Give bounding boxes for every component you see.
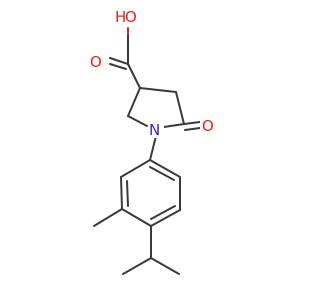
bond-ar-2-3-inner bbox=[126, 180, 129, 207]
label-bg-oh bbox=[114, 7, 138, 27]
atom-label-ring-n: N bbox=[149, 121, 160, 139]
carboxylic-acid-group bbox=[109, 27, 141, 89]
atom-labels: H O O O N bbox=[88, 7, 216, 139]
bond-n-c5 bbox=[163, 123, 185, 128]
bond-c3-cacid bbox=[127, 63, 141, 89]
label-bg-n bbox=[148, 120, 164, 138]
label-bg-o-lactam bbox=[200, 116, 216, 134]
bond-c5-o-double-2 bbox=[184, 127, 201, 131]
bond-ar-6-1-inner bbox=[149, 166, 175, 181]
atom-label-hydroxyl-h: H bbox=[115, 8, 126, 26]
atom-label-acid-carbonyl-o: O bbox=[90, 53, 102, 71]
bond-n-c1aryl bbox=[149, 135, 157, 161]
bond-cacid-o-double-1 bbox=[109, 57, 129, 65]
bond-c4-c5 bbox=[175, 91, 185, 125]
aryl-group bbox=[93, 135, 181, 275]
bond-isopropyl-me2 bbox=[150, 257, 180, 275]
pyrrolidinone-ring bbox=[127, 87, 201, 131]
bond-c3-c2 bbox=[127, 87, 141, 117]
bond-ar-1-2 bbox=[120, 159, 151, 178]
bond-c5-o-double-1 bbox=[183, 121, 201, 125]
bond-ar-4-5-inner bbox=[150, 205, 176, 220]
label-bg-o-acid bbox=[88, 52, 104, 70]
bond-ar-6-1 bbox=[149, 159, 181, 178]
atom-label-hydroxyl-o: O bbox=[125, 8, 137, 26]
bond-ar-3-4 bbox=[121, 208, 152, 227]
atom-label-lactam-carbonyl-o: O bbox=[202, 117, 214, 135]
molecule-structure: H O O O N bbox=[88, 7, 216, 275]
bond-ar-4-5 bbox=[150, 209, 181, 227]
bond-ar-2-3 bbox=[120, 176, 123, 210]
bond-c3-c4 bbox=[139, 87, 177, 93]
bond-methyl bbox=[93, 208, 123, 227]
bond-c2-n bbox=[127, 115, 148, 127]
bond-cacid-o-double-2 bbox=[109, 63, 127, 70]
bond-isopropyl-me1 bbox=[122, 257, 152, 275]
